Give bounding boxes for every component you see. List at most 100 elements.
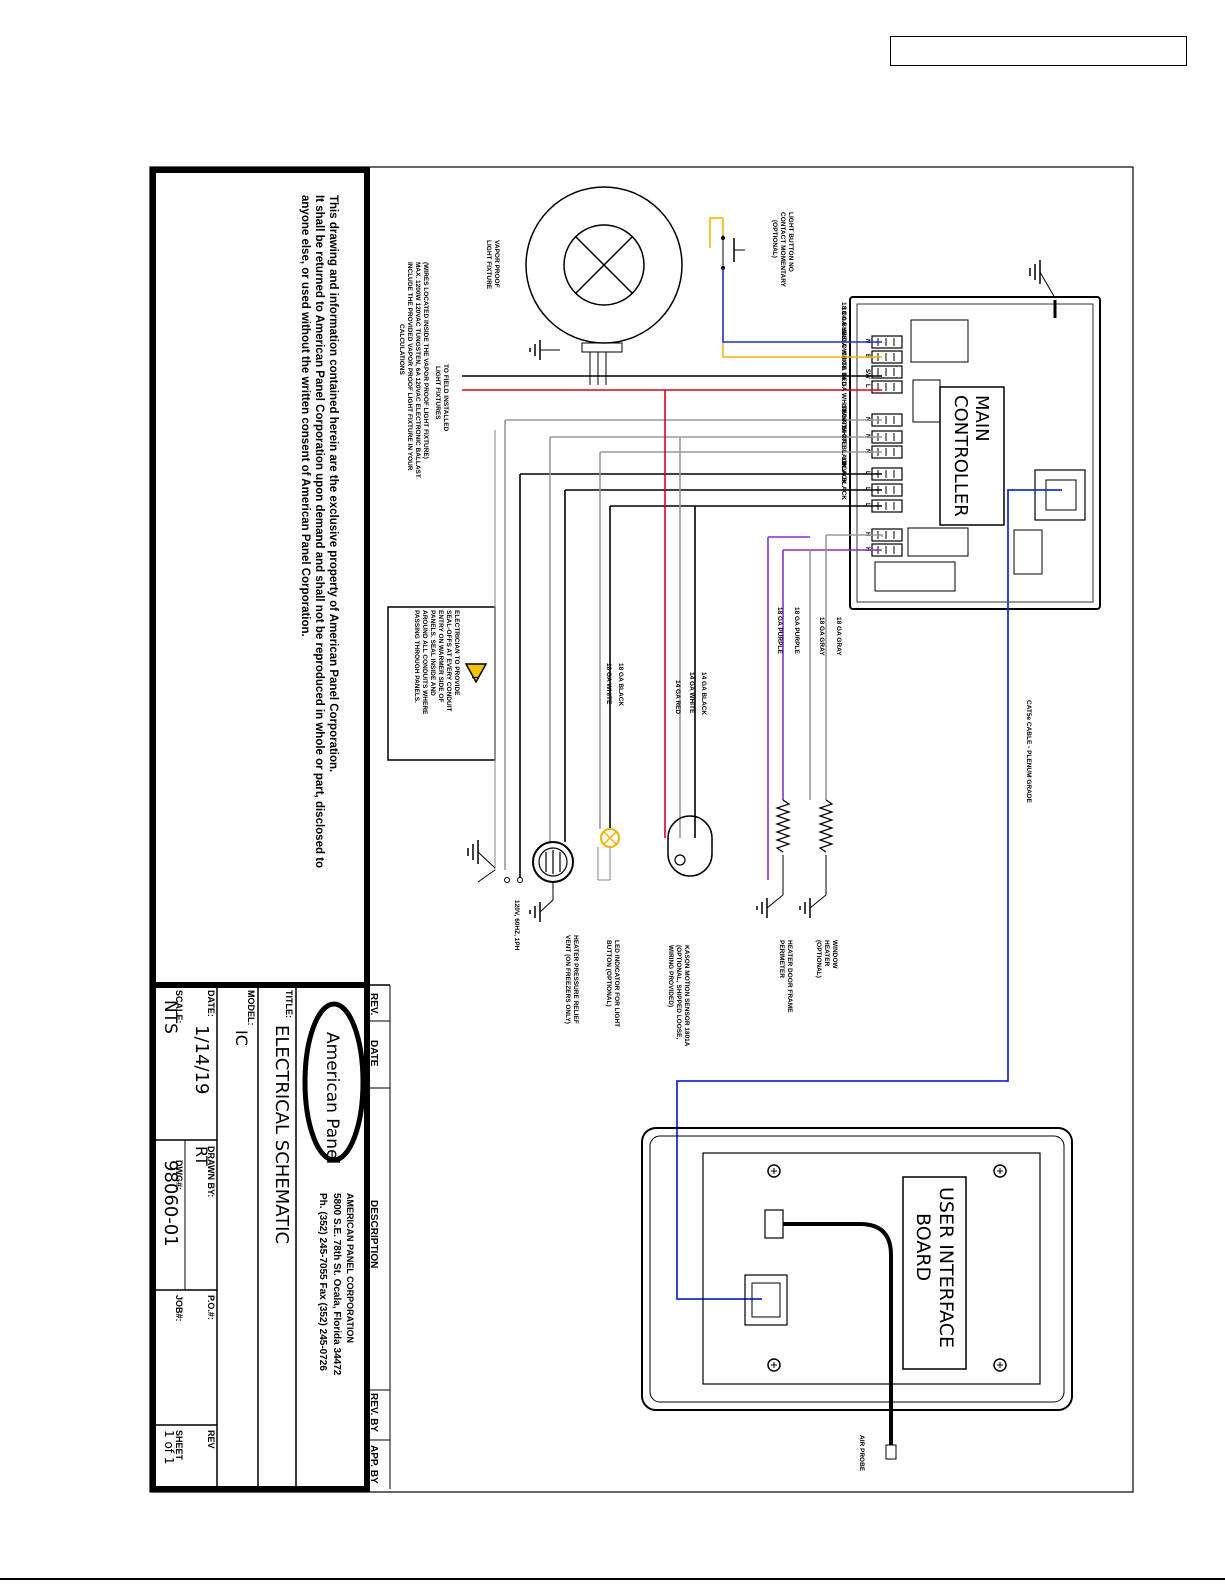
wire-label: 18 GA WHITE [840,405,847,447]
vent-heater-label: HEATER PRESSURE RELIEF VENT (ON FREEZERS… [564,935,579,1024]
svg-text:PANELS. SEAL INSIDE AND: PANELS. SEAL INSIDE AND [429,610,436,696]
screw-icon [993,1164,1007,1178]
svg-text:ELECTRICAL SCHEMATIC: ELECTRICAL SCHEMATIC [271,1025,292,1244]
svg-text:KASON MOTION SENSOR 1801A: KASON MOTION SENSOR 1801A [683,945,690,1047]
led-indicator-label: LED INDICATOR FOR LIGHT BUTTON (OPTIONAL… [605,940,620,1027]
job-label: JOB#: [174,1295,184,1322]
svg-text:BUTTON (OPTIONAL): BUTTON (OPTIONAL) [605,940,612,1007]
field-fixtures-label: TO FIELD INSTALLED LIGHT FIXTURES [434,364,449,432]
svg-text:NTS: NTS [160,1000,180,1034]
svg-text:DWG#:: DWG#: [174,1160,184,1190]
svg-text:18 GA GRAY: 18 GA GRAY [835,617,842,656]
title-label: TITLE: [284,990,294,1018]
power-supply [467,430,523,883]
wire-label: 18 GA YELLOW [840,307,847,356]
svg-text:Ph. (352) 245-7055 Fax (352): Ph. (352) 245-7055 Fax (352) 245-0726 [317,1193,328,1371]
svg-text:14 GA BLACK: 14 GA BLACK [700,672,707,715]
wire-label: 14 GA WHITE [840,329,847,371]
svg-text:This drawing and information c: This drawing and information contained h… [327,195,339,772]
svg-text:MAIN: MAIN [971,395,992,442]
page-header-box [890,36,1187,66]
fixture-note: (WIRES LOCATED INSIDE THE VAPOR PROOF LI… [398,262,429,478]
svg-text:DRAWN BY:: DRAWN BY: [206,1146,216,1197]
svg-text:WIRING PROVIDED): WIRING PROVIDED) [667,945,674,1007]
scale-label: SCALE: [174,990,184,1024]
svg-text:AIR PROBE: AIR PROBE [858,1435,865,1472]
svg-text:SCALE:: SCALE: [174,990,184,1024]
purple-wire-label-b: 18 GA PURPLE [776,607,783,654]
svg-text:(OPTIONAL): (OPTIONAL) [815,940,822,978]
terminal-mark: N [864,417,870,421]
svg-text:BOARD: BOARD [912,1213,934,1281]
white-wire-label-a: 14 GA WHITE [688,672,695,714]
terminal-mark: L [864,384,870,388]
svg-text:LIGHT BUTTON NO: LIGHT BUTTON NO [787,212,794,272]
window-heater [818,799,834,853]
terminal-mark: SW [864,369,870,379]
drawn-by-label: DRAWN BY: [206,1146,216,1197]
cat5e-cable-label: CAT5e CABLE - PLENUM GRADE [1025,700,1032,803]
terminal-mark: L [864,503,870,507]
svg-text:(OPTIONAL, SHIPPED LOOSE,: (OPTIONAL, SHIPPED LOOSE, [675,945,682,1039]
svg-text:HEATER: HEATER [823,940,830,967]
svg-text:1 of 1: 1 of 1 [162,1430,176,1464]
dwg-label: DWG#: [174,1160,184,1190]
svg-text:DATE:: DATE: [206,990,216,1017]
svg-text:AMERICAN PANEL CORPORATION: AMERICAN PANEL CORPORATION [345,1193,355,1343]
power-label: 120V, 60HZ, 1PH [513,900,520,951]
svg-text:18 GA BLACK: 18 GA BLACK [617,663,624,706]
black-wire-label-a: 14 GA BLACK [700,672,707,715]
svg-text:PERIMETER: PERIMETER [778,940,785,978]
motion-sensor [667,815,713,877]
svg-text:CALCULATIONS: CALCULATIONS [398,324,405,375]
company-address: AMERICAN PANEL CORPORATION 5800 S.E. 78t… [317,1193,355,1376]
heater-grounds [756,855,827,918]
app-by-column-header: APP. BY [368,1445,379,1484]
air-probe-label: AIR PROBE [858,1435,865,1472]
rev-label: REV [206,1430,216,1449]
cat5e-cable [676,489,1062,1300]
main-controller: MAIN CONTROLLER [849,271,1101,610]
svg-text:14 GA WHITE: 14 GA WHITE [688,672,695,714]
model-label: MODEL: [246,990,256,1026]
svg-text:IC: IC [232,1030,251,1046]
terminal-mark: H [864,532,870,536]
door-heater-label: HEATER DOOR FRAME PERIMETER [778,940,793,1013]
svg-text:JOB#:: JOB#: [174,1295,184,1322]
sheet-label: SHEET [174,1430,184,1461]
svg-text:18 GA PURPLE: 18 GA PURPLE [793,607,800,654]
svg-text:(OPTIONAL): (OPTIONAL) [771,220,778,258]
led-indicator [597,828,620,881]
svg-text:LED INDICATOR FOR LIGHT: LED INDICATOR FOR LIGHT [613,940,620,1027]
svg-text:(WIRES LOCATED INSIDE THE VAPO: (WIRES LOCATED INSIDE THE VAPOR PROOF LI… [422,262,429,459]
terminal-mark: N [864,449,870,453]
ownership-notice: This drawing and information contained h… [299,195,339,868]
svg-text:HEATER PRESSURE RELIEF: HEATER PRESSURE RELIEF [572,935,579,1024]
svg-text:PASSING THROUGH PANELS.: PASSING THROUGH PANELS. [413,610,420,703]
red-wire-label-a: 14 GA RED [674,680,681,714]
svg-text:98060-01: 98060-01 [160,1160,181,1247]
terminal-mark: N [864,434,870,438]
svg-text:ELECTRICIAN TO PROVIDE: ELECTRICIAN TO PROVIDE [453,610,460,696]
scale-value: NTS [160,1000,180,1034]
svg-text:RT: RT [192,1146,211,1166]
warning-text: ELECTRICIAN TO PROVIDE SEAL-OFFS AT EVER… [413,610,460,715]
rev-column-header: REV. [368,993,379,1016]
svg-text:It shall be returned to Americ: It shall be returned to American Panel C… [313,195,325,868]
svg-text:AROUND ALL CONDUITS WHERE: AROUND ALL CONDUITS WHERE [421,610,428,715]
svg-text:!: ! [470,676,480,679]
svg-text:5800 S.E. 78th St. Ocala, Flor: 5800 S.E. 78th St. Ocala, Florida 34472 [331,1193,342,1376]
wire-label: 18 GA BLACK [840,457,847,500]
light-button-label: LIGHT BUTTON NO CONTACT MOMENTARY (OPTIO… [771,212,794,288]
main-controller-ground [1029,260,1041,284]
drawing-title: ELECTRICAL SCHEMATIC [271,1025,292,1244]
svg-text:VENT (ON FREEZERS ONLY): VENT (ON FREEZERS ONLY) [564,935,571,1024]
svg-text:CAT5e CABLE - PLENUM GRADE: CAT5e CABLE - PLENUM GRADE [1025,700,1032,803]
description-column-header: DESCRIPTION [368,1200,379,1268]
svg-text:14 GA RED: 14 GA RED [674,680,681,714]
sheet-value: 1 of 1 [162,1430,176,1464]
svg-text:18 GA WHITE: 18 GA WHITE [605,663,612,705]
svg-text:18 GA PURPLE: 18 GA PURPLE [776,607,783,654]
